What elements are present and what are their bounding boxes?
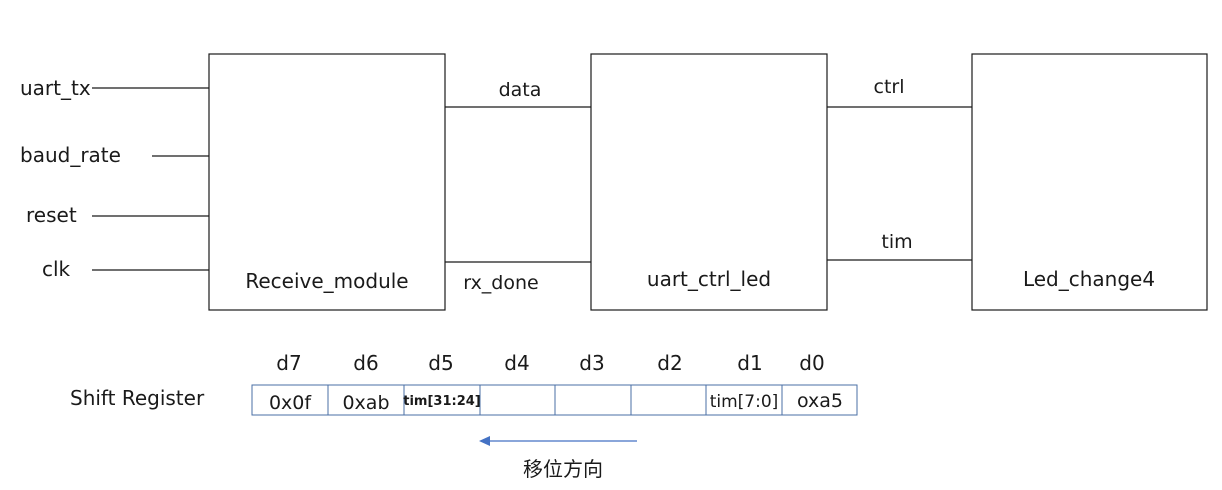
register-value: 0xab (342, 392, 389, 414)
register-value: oxa5 (797, 390, 843, 412)
register-header: d6 (353, 351, 378, 375)
uart-ctrl-led-label: uart_ctrl_led (647, 267, 771, 291)
register-cell (705, 384, 783, 416)
ctrl-signal-label: ctrl (874, 76, 905, 98)
tim-signal-label: tim (881, 231, 912, 253)
register-header: d3 (579, 351, 604, 375)
led-change4-label: Led_change4 (1023, 267, 1155, 291)
led-change4-box (971, 53, 1208, 311)
receive-module-label: Receive_module (245, 269, 408, 293)
clk-label: clk (42, 257, 71, 281)
uart-ctrl-led-box (590, 53, 828, 311)
register-cell (479, 384, 556, 416)
register-cells: 0x0f 0xab tim[31:24] tim[7:0] oxa5 (251, 384, 858, 416)
register-header: d1 (737, 351, 762, 375)
register-header: d7 (276, 351, 301, 375)
register-cell (554, 384, 632, 416)
register-headers: d7 d6 d5 d4 d3 d2 d1 d0 (276, 351, 824, 375)
register-cell (781, 384, 858, 416)
arrow-head-icon (479, 436, 490, 446)
register-header: d0 (799, 351, 824, 375)
register-value: 0x0f (269, 392, 312, 414)
register-header: d4 (504, 351, 529, 375)
register-value: tim[31:24] (403, 394, 480, 409)
rx-done-signal-label: rx_done (463, 272, 538, 294)
shift-direction-label: 移位方向 (523, 457, 603, 481)
register-header: d5 (428, 351, 453, 375)
reset-label: reset (26, 203, 77, 227)
register-value: tim[7:0] (710, 392, 779, 412)
shift-register-label: Shift Register (70, 386, 205, 410)
register-header: d2 (657, 351, 682, 375)
register-cell (630, 384, 707, 416)
baud-rate-label: baud_rate (20, 143, 121, 167)
receive-module-box (208, 53, 446, 311)
register-cell (403, 384, 481, 416)
uart-tx-label: uart_tx (20, 76, 91, 100)
data-signal-label: data (499, 79, 542, 101)
